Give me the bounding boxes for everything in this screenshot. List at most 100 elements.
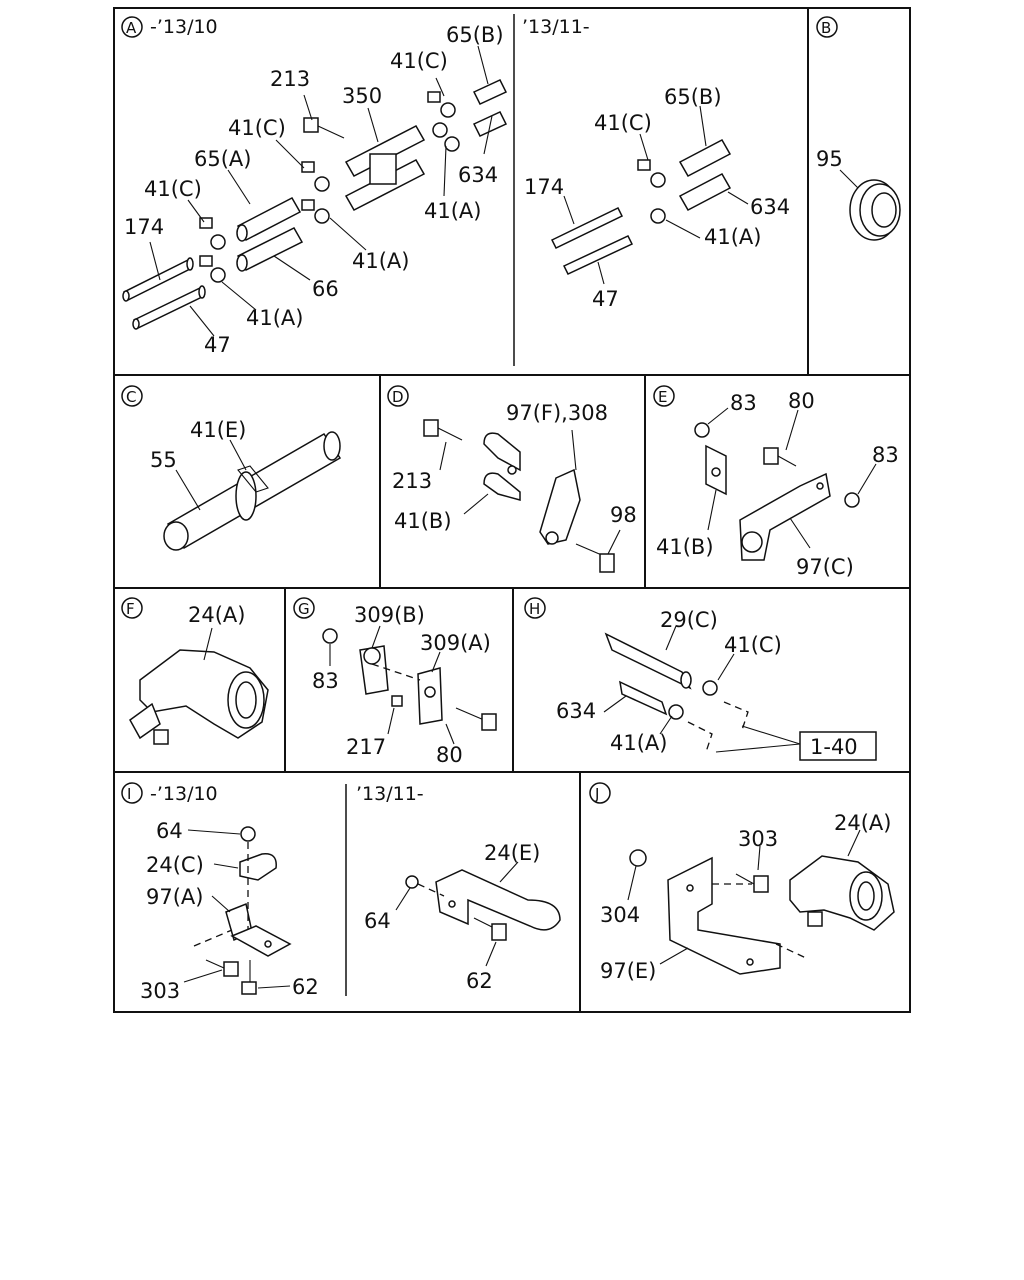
label-41c-h: 41(C) [724, 633, 782, 657]
panel-c-letter: C [126, 388, 136, 406]
label-55: 55 [150, 448, 177, 472]
label-41a-mid: 41(A) [352, 249, 409, 273]
panel-i: I -’13/10 ’13/11- 64 24(C) 97(A) [121, 782, 561, 1003]
label-97f-308: 97(F),308 [506, 401, 608, 425]
hose-65b [472, 79, 508, 105]
panel-grid [113, 7, 911, 1013]
nut-83-g [322, 628, 338, 644]
label-83-top: 83 [730, 391, 757, 415]
label-41c-top: 41(C) [390, 49, 448, 73]
label-24a-f: 24(A) [188, 603, 245, 627]
bolt-80-g [455, 707, 497, 731]
bolt-303-j [735, 873, 769, 893]
bolt-98 [575, 543, 615, 573]
panel-d: D 97(F),308 213 41(B) 98 [387, 385, 637, 573]
connector-24a [129, 649, 269, 745]
pipe-47-right [562, 235, 634, 275]
panel-i-range-right: ’13/11- [356, 783, 424, 805]
panel-h: H 1-40 29(C) 41(C) 634 41(A) [524, 597, 877, 761]
ref-box-1-40: 1-40 [799, 731, 877, 761]
label-213: 213 [270, 67, 310, 91]
bolt-80 [763, 447, 797, 467]
label-97e: 97(E) [600, 959, 656, 983]
label-634-right: 634 [750, 195, 790, 219]
nut-83-right [844, 492, 860, 508]
clips-right [637, 159, 666, 224]
label-350: 350 [342, 84, 382, 108]
label-47-right: 47 [592, 287, 619, 311]
label-97a: 97(A) [146, 885, 203, 909]
bracket-97f [539, 468, 581, 545]
panel-e: E 83 80 83 41(B) 97(C) [653, 385, 899, 579]
pipe-47 [132, 285, 206, 330]
clamp-41b-e [705, 444, 727, 496]
label-41a-right2: 41(A) [704, 225, 761, 249]
panel-g: G 309(B) 309(A) 83 217 80 [293, 597, 497, 767]
pipe-350 [344, 125, 426, 211]
clip-41e [235, 465, 269, 521]
label-174-right: 174 [524, 175, 564, 199]
label-29c: 29(C) [660, 608, 718, 632]
panel-d-letter: D [392, 388, 404, 406]
hose-65a [236, 197, 302, 242]
connector-24a-j [789, 855, 895, 931]
clamp-41b [483, 432, 521, 501]
panel-h-letter: H [529, 600, 540, 618]
bolt-213-d [423, 419, 463, 441]
label-41c-right: 41(C) [594, 111, 652, 135]
label-64-i: 64 [156, 819, 183, 843]
label-41e: 41(E) [190, 418, 246, 442]
label-41a-low: 41(A) [246, 306, 303, 330]
label-309b: 309(B) [354, 603, 425, 627]
panel-g-letter: G [298, 600, 310, 618]
panel-a-right-leaders [563, 105, 749, 285]
panel-b: B 95 [816, 16, 901, 241]
label-24c: 24(C) [146, 853, 204, 877]
label-98: 98 [610, 503, 637, 527]
panel-f-letter: F [126, 600, 135, 618]
label-80-g: 80 [436, 743, 463, 767]
label-213-d: 213 [392, 469, 432, 493]
label-80-e: 80 [788, 389, 815, 413]
label-97c: 97(C) [796, 555, 854, 579]
label-41a-right: 41(A) [424, 199, 481, 223]
label-304: 304 [600, 903, 640, 927]
panel-e-letter: E [658, 388, 667, 406]
label-95: 95 [816, 147, 843, 171]
clip-41a-a [199, 255, 226, 283]
label-62-i-right: 62 [466, 969, 493, 993]
label-65b-right: 65(B) [664, 85, 722, 109]
panel-j: J 303 24(A) 304 97(E) [589, 782, 895, 983]
bolt-303-i [205, 959, 239, 977]
bracket-97c [739, 472, 831, 561]
ref-1-40-text: 1-40 [810, 735, 858, 759]
label-41c-mid: 41(C) [228, 116, 286, 140]
nut-83-top [694, 422, 710, 438]
panel-i-letter: I [127, 785, 131, 803]
label-634-h: 634 [556, 699, 596, 723]
label-64-i-right: 64 [364, 909, 391, 933]
clamp-309a [417, 667, 443, 725]
bolt-213 [303, 117, 345, 139]
label-303-j: 303 [738, 827, 778, 851]
panel-a-range-right: ’13/11- [522, 16, 590, 38]
label-24a-j: 24(A) [834, 811, 891, 835]
panel-b-letter: B [821, 19, 831, 37]
label-309a: 309(A) [420, 631, 491, 655]
panel-c: C 41(E) 55 [121, 385, 342, 551]
hose-65b-right [678, 139, 732, 177]
clip-41c-h [702, 680, 718, 696]
bolt-62-i-right [473, 917, 507, 941]
label-41b-e: 41(B) [656, 535, 714, 559]
clamp-309b [359, 645, 389, 695]
panel-j-letter: J [594, 785, 599, 803]
label-41c-low: 41(C) [144, 177, 202, 201]
label-62-i: 62 [292, 975, 319, 999]
panel-a-badge [121, 16, 143, 38]
clip-41c-a [199, 217, 226, 250]
label-47: 47 [204, 333, 231, 357]
panel-a-letter: A [126, 19, 137, 37]
label-24e: 24(E) [484, 841, 540, 865]
nut-64-i [240, 826, 256, 842]
